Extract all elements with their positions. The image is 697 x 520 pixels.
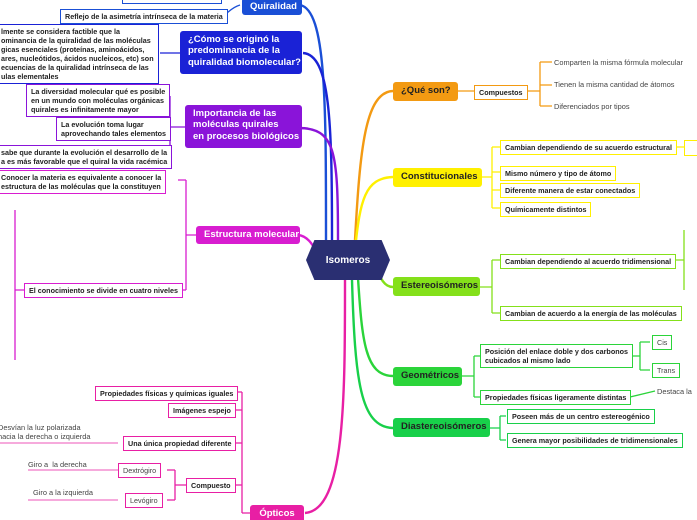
item-misma-formula[interactable]: Comparten la misma fórmula molecular [554,58,683,67]
subtopic-propiedades-iguales[interactable]: Propiedades físicas y químicas iguales [95,386,239,401]
topic-origen-quiralidad[interactable]: ¿Cómo se originó la predominancia de la … [180,31,302,74]
subtopic-dextrogiro[interactable]: Dextrógiro [118,463,162,478]
note-destaca[interactable]: Destaca la [657,387,692,396]
topic-quiralidad[interactable]: Quiralidad [242,0,302,15]
subtopic-conocer-materia[interactable]: Conocer la materia es equivalente a cono… [0,170,167,194]
topic-opticos[interactable]: Ópticos [250,505,304,520]
note-giro-derecha[interactable]: Giro a la derecha [28,460,87,469]
note-desvian-luz[interactable]: Desvían la luz polarizada hacia la derec… [0,423,91,442]
subtopic-compuesto[interactable]: Compuesto [186,478,236,493]
subtopic-origen-explicacion[interactable]: lmente se considera factible que la omin… [0,24,159,84]
subtopic-reflejo-asimetria[interactable]: Reflejo de la asimetría intrínseca de la… [60,9,228,24]
subtopic-trans[interactable]: Trans [652,363,681,378]
subtopic-diferente-conexion[interactable]: Diferente manera de estar conectados [500,183,641,198]
note-giro-izquierda[interactable]: Giro a la izquierda [33,488,93,497]
subtopic-levogiro[interactable]: Levógiro [125,493,163,508]
item-misma-cantidad-atomos[interactable]: Tienen la misma cantidad de átomos [554,80,675,89]
topic-estructura-molecular[interactable]: Estructura molecular [196,226,300,244]
subtopic-evolucion-racemica[interactable]: sabe que durante la evolución el desarro… [0,145,173,169]
subtopic-cis[interactable]: Cis [652,335,673,350]
topic-diastereoisomeros[interactable]: Diastereoisómeros [393,418,490,437]
subtopic-imagenes-espejo[interactable]: Imágenes espejo [168,403,236,418]
subtopic-quiralidad-upper[interactable] [122,0,222,4]
subtopic-acuerdo-tridimensional[interactable]: Cambian dependiendo al acuerdo tridimens… [500,254,677,269]
subtopic-posicion-enlace[interactable]: Posición del enlace doble y dos carbonos… [480,344,633,368]
subtopic-posibilidades-tridimensionales[interactable]: Genera mayor posibilidades de tridimensi… [507,433,683,448]
subtopic-quimicamente-distintos[interactable]: Químicamente distintos [500,202,592,217]
subtopic-propiedad-diferente[interactable]: Una única propiedad diferente [123,436,237,451]
topic-importancia-quirales[interactable]: Importancia de las moléculas quirales en… [185,105,302,148]
subtopic-mismo-numero-atomo[interactable]: Mismo número y tipo de átomo [500,166,617,181]
subtopic-cuatro-niveles[interactable]: El conocimiento se divide en cuatro nive… [24,283,183,298]
center-topic-isomeros[interactable]: Isomeros [306,240,390,280]
subtopic-evolucion-elementos[interactable]: La evolución toma lugar aprovechando tal… [56,117,172,141]
item-diferenciados-tipos[interactable]: Diferenciados por tipos [554,102,630,111]
subtopic-propiedades-distintas[interactable]: Propiedades físicas ligeramente distinta… [480,390,632,405]
subtopic-diversidad-molecular[interactable]: La diversidad molecular qué es posible e… [26,84,171,117]
topic-geometricos[interactable]: Geométricos [393,367,462,386]
subtopic-constitucionales-extra[interactable] [684,140,697,156]
topic-estereoisomeros[interactable]: Estereoisómeros [393,277,480,296]
subtopic-energia-moleculas[interactable]: Cambian de acuerdo a la energía de las m… [500,306,682,321]
subtopic-compuestos[interactable]: Compuestos [474,85,528,100]
topic-que-son[interactable]: ¿Qué son? [393,82,458,101]
subtopic-centro-estereogenico[interactable]: Poseen más de un centro estereogénico [507,409,655,424]
subtopic-acuerdo-estructural[interactable]: Cambian dependiendo de su acuerdo estruc… [500,140,677,155]
topic-constitucionales[interactable]: Constitucionales [393,168,482,187]
